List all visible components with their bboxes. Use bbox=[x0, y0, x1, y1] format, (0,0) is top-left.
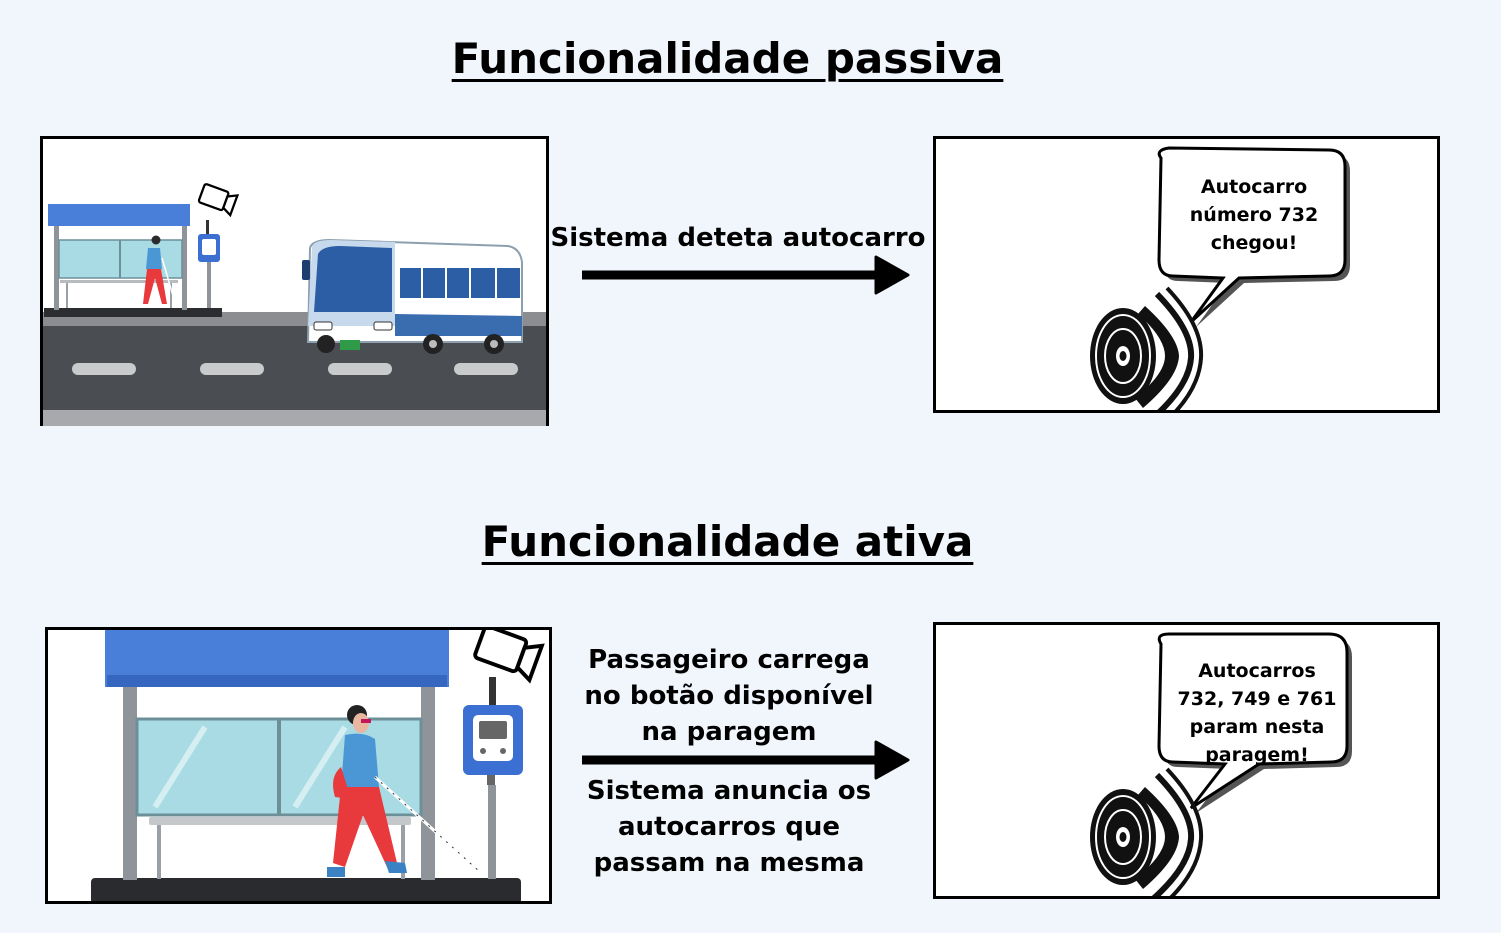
speech-bubble-active bbox=[1157, 632, 1352, 813]
bus-icon bbox=[302, 238, 523, 354]
bus-shelter-large bbox=[91, 630, 521, 901]
title-active: Funcionalidade ativa bbox=[481, 517, 974, 566]
arrow-right-icon bbox=[582, 740, 910, 780]
label-system-announces-buses: Sistema anuncia os autocarros que passam… bbox=[586, 776, 872, 878]
scene-bus-arriving bbox=[40, 136, 549, 426]
arrow-right-icon bbox=[582, 255, 910, 295]
title-passive: Funcionalidade passiva bbox=[451, 34, 1004, 83]
blind-passenger-icon bbox=[327, 705, 483, 877]
speaker-icon bbox=[1090, 769, 1201, 899]
bus-stop-sign-icon bbox=[463, 705, 523, 879]
camera-icon bbox=[471, 630, 544, 682]
speech-bubble-passive bbox=[1157, 146, 1350, 327]
label-passenger-presses-button: Passageiro carrega no botão disponível n… bbox=[584, 645, 874, 747]
speech-text-active: Autocarros 732, 749 e 761 param nesta pa… bbox=[1177, 660, 1337, 766]
speaker-icon bbox=[1090, 288, 1201, 413]
scene-bus-stop-close-up bbox=[45, 627, 552, 904]
bus-shelter-small bbox=[44, 204, 222, 317]
speech-text-passive: Autocarro número 732 chegou! bbox=[1189, 176, 1319, 254]
panel-announcement-passive: Autocarro número 732 chegou! bbox=[933, 136, 1440, 413]
panel-announcement-active: Autocarros 732, 749 e 761 param nesta pa… bbox=[933, 622, 1440, 899]
label-system-detects-bus: Sistema deteta autocarro bbox=[550, 223, 926, 253]
blind-passenger-small bbox=[143, 235, 177, 307]
